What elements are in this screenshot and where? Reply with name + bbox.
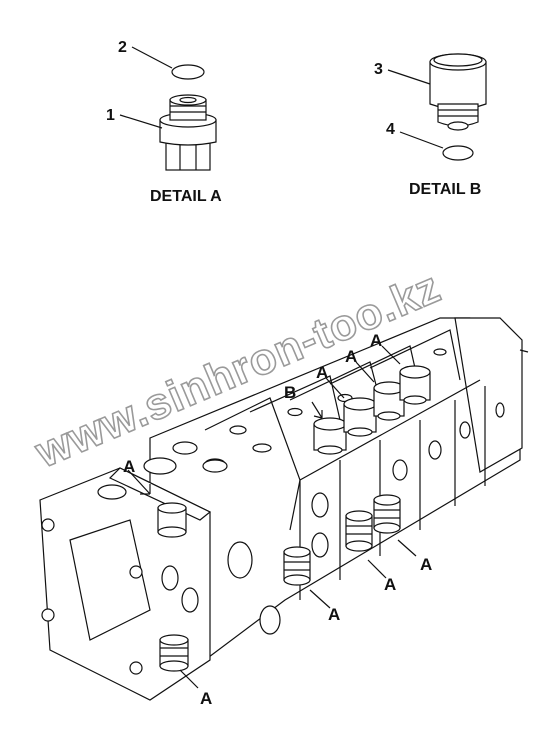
plug-part-1 — [159, 94, 217, 171]
callout-a-center: A — [328, 605, 340, 624]
callout-a-top-2: A — [345, 347, 357, 366]
callout-labels: A B A A A A A A A — [123, 331, 432, 708]
part-number-1: 1 — [106, 107, 115, 124]
detail-a-title: DETAIL A — [150, 188, 222, 205]
detail-b: 3 4 DETAIL B — [374, 53, 487, 198]
plug-part-3 — [429, 53, 487, 131]
callout-a-top-3: A — [370, 331, 382, 350]
callout-a-top-left: A — [123, 457, 135, 476]
callout-a-right-1: A — [384, 575, 396, 594]
plug-a-right-2 — [373, 494, 401, 534]
part-number-3: 3 — [374, 61, 383, 78]
part-number-2: 2 — [118, 39, 127, 56]
plug-b-4 — [399, 365, 431, 405]
callout-arrows — [127, 345, 417, 689]
plug-a-bottom-left — [159, 634, 189, 672]
part-number-4: 4 — [386, 121, 395, 138]
callout-a-bottom-left: A — [200, 689, 212, 708]
plug-b-2 — [343, 397, 377, 437]
installed-plugs — [157, 365, 431, 672]
o-ring-part-4 — [442, 145, 474, 161]
plug-a-top-left — [157, 502, 187, 538]
callout-b: B — [284, 383, 296, 402]
detail-a: 2 1 DETAIL A — [106, 39, 222, 205]
plug-b-1 — [313, 417, 347, 455]
detail-b-title: DETAIL B — [409, 181, 481, 198]
callout-a-right-2: A — [420, 555, 432, 574]
plug-a-right-1 — [345, 510, 373, 552]
plug-a-center — [283, 546, 311, 586]
o-ring-part-2 — [171, 64, 205, 80]
plug-b-3 — [373, 381, 405, 421]
callout-a-top-1: A — [316, 363, 328, 382]
